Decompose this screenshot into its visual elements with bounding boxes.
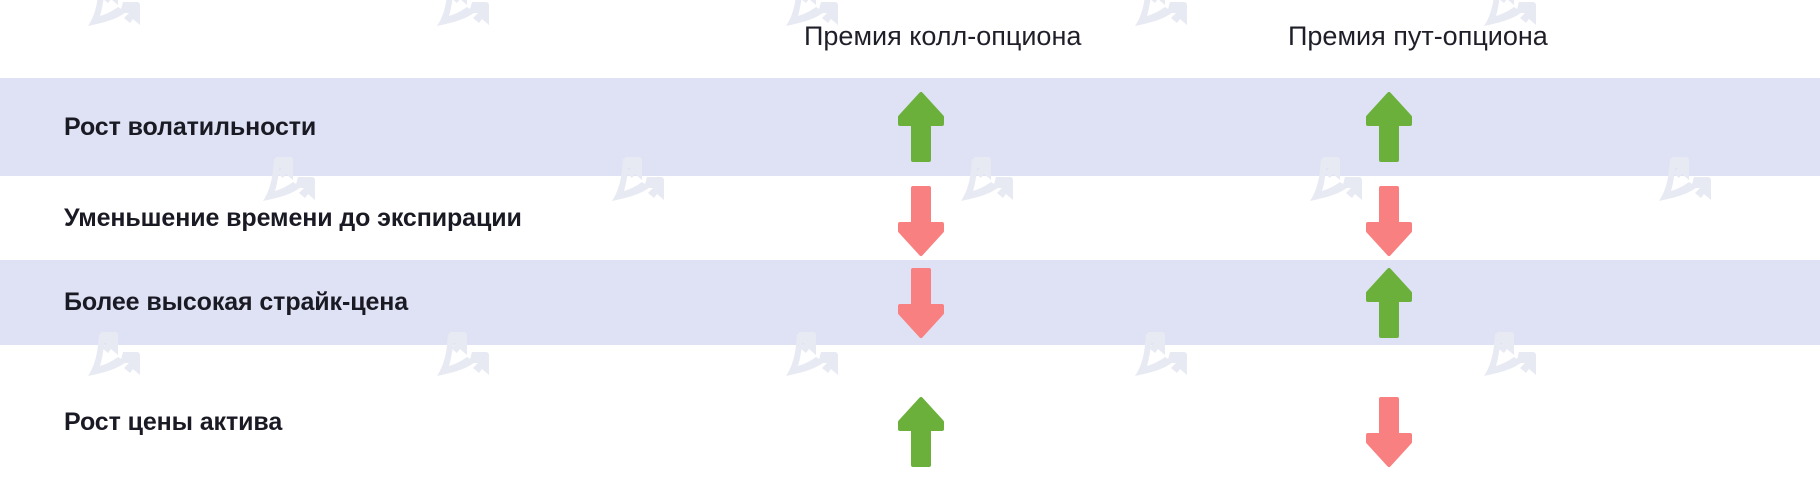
cell-call-value — [780, 91, 1240, 163]
arrow-down-icon — [898, 185, 944, 257]
row-label: Более высокая страйк-цена — [64, 288, 409, 317]
cell-call-value — [780, 267, 1240, 339]
arrow-up-icon — [898, 396, 944, 468]
row-label: Рост цены актива — [64, 408, 283, 437]
cell-put-value — [1240, 267, 1700, 339]
table-row: Более высокая страйк-цена — [0, 260, 1820, 345]
table-row: Уменьшение времени до экспирации — [0, 176, 1820, 260]
cell-call-value — [780, 378, 1240, 468]
row-label: Рост волатильности — [64, 112, 317, 141]
cell-call-value — [780, 179, 1240, 257]
cell-put-value — [1240, 179, 1700, 257]
table-row: Рост волатильности — [0, 78, 1820, 176]
table-row: Рост цены актива — [0, 345, 1820, 500]
column-header-put: Премия пут-опциона — [1240, 23, 1700, 78]
cell-put-value — [1240, 91, 1700, 163]
column-header-call: Премия колл-опциона — [780, 23, 1240, 78]
arrow-up-icon — [1366, 267, 1412, 339]
column-header-put-label: Премия пут-опциона — [1288, 21, 1548, 51]
arrow-up-icon — [898, 91, 944, 163]
arrow-down-icon — [1366, 396, 1412, 468]
arrow-down-icon — [898, 267, 944, 339]
table-header-row: Премия колл-опциона Премия пут-опциона — [0, 0, 1820, 78]
row-label: Уменьшение времени до экспирации — [64, 203, 522, 232]
arrow-up-icon — [1366, 91, 1412, 163]
column-header-call-label: Премия колл-опциона — [804, 21, 1082, 51]
cell-put-value — [1240, 378, 1700, 468]
arrow-down-icon — [1366, 185, 1412, 257]
